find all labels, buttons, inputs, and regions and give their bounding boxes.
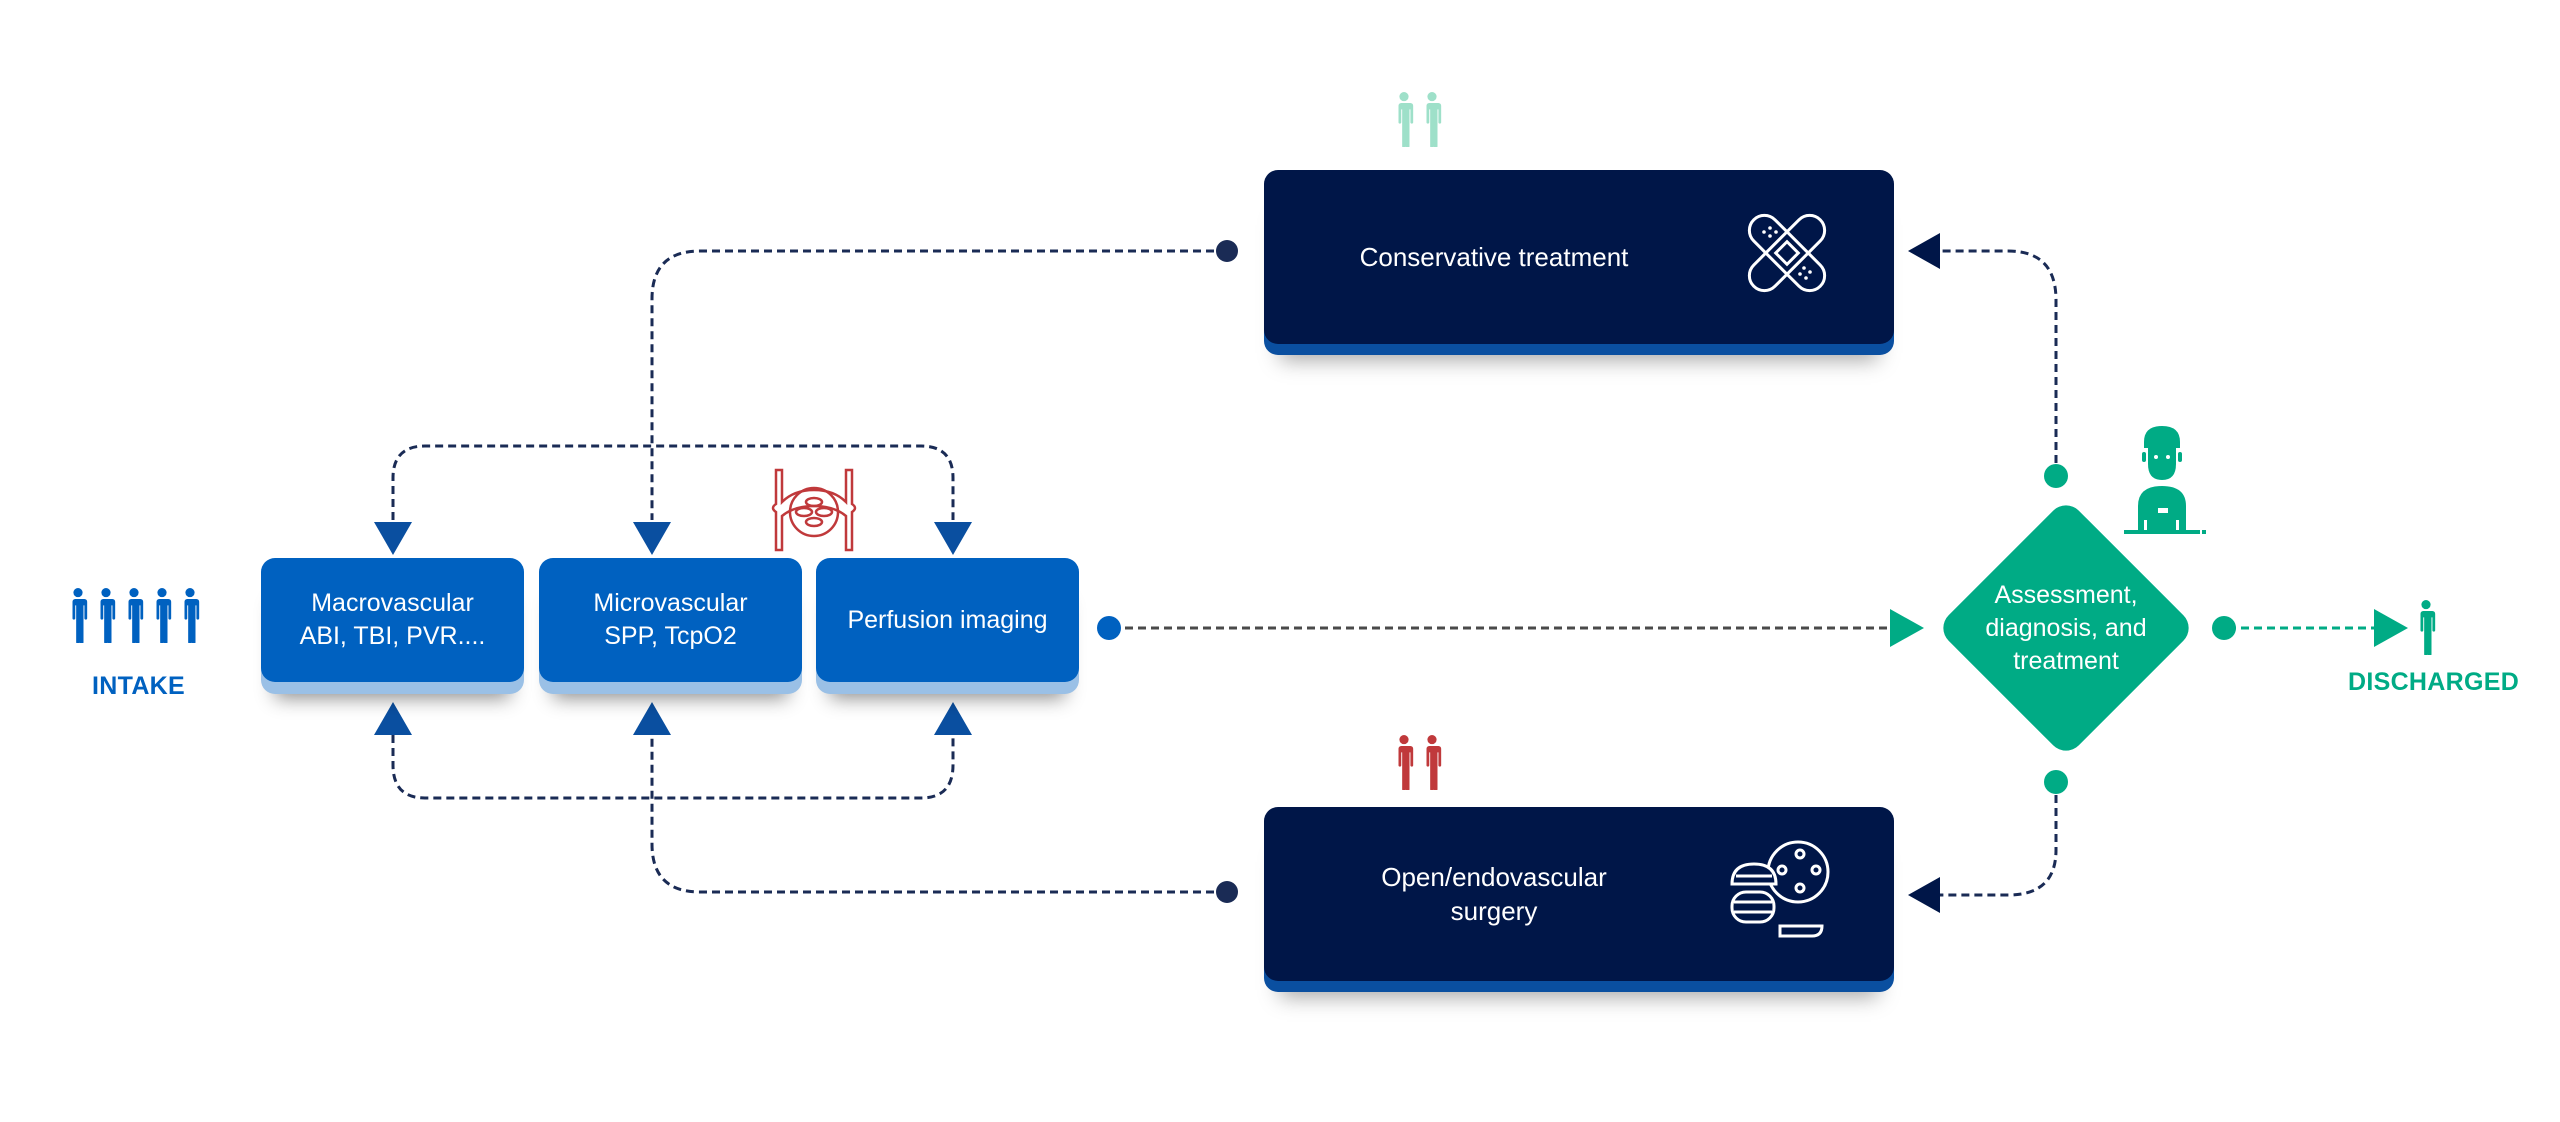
connector-surgery-to-microvascular — [650, 735, 1227, 894]
surgery-people-icon — [1397, 735, 1442, 790]
conservative-treatment-box[interactable]: Conservative treatment — [1264, 170, 1894, 344]
arrow-right-discharged — [2374, 609, 2408, 647]
perfusion-imaging-box[interactable]: Perfusion imaging — [816, 558, 1079, 682]
connector-assessment-to-conservative — [1940, 249, 2058, 476]
arrow-up-perfusion — [934, 702, 972, 735]
conservative-people-icon — [1397, 92, 1442, 147]
dot-assessment-top — [2044, 464, 2068, 488]
doctor-icon — [2124, 426, 2206, 534]
surgical-tools-icon — [1722, 840, 1832, 948]
connector-conservative-to-microvascular — [650, 249, 1227, 520]
arrow-down-macrovascular — [374, 522, 412, 555]
dot-perfusion — [1097, 616, 1121, 640]
arrow-down-microvascular — [633, 522, 671, 555]
arrow-right-assessment — [1890, 609, 1924, 647]
connector-bottom-bracket — [391, 735, 955, 800]
blood-vessel-icon — [771, 468, 857, 552]
discharged-person-icon — [2419, 600, 2436, 655]
arrow-left-surgery — [1908, 877, 1940, 913]
microvascular-subtitle: SPP, TcpO2 — [604, 622, 737, 650]
arrow-up-microvascular — [633, 702, 671, 735]
dot-conservative — [1216, 240, 1238, 262]
conservative-treatment-label: Conservative treatment — [1359, 242, 1629, 272]
arrow-left-conservative — [1908, 233, 1940, 269]
arrow-down-perfusion — [934, 522, 972, 555]
perfusion-imaging-title: Perfusion imaging — [847, 605, 1048, 634]
dot-surgery — [1216, 881, 1238, 903]
intake-people-icon — [71, 588, 200, 643]
connector-top-bracket — [391, 444, 955, 520]
bandage-icon — [1742, 208, 1832, 306]
dot-assessment-right — [2212, 616, 2236, 640]
dot-assessment-bottom — [2044, 770, 2068, 794]
macrovascular-title: Macrovascular — [311, 589, 474, 617]
intake-label: INTAKE — [92, 672, 185, 700]
macrovascular-subtitle: ABI, TBI, PVR.... — [299, 622, 486, 650]
discharged-label: DISCHARGED — [2348, 668, 2520, 696]
microvascular-title: Microvascular — [593, 589, 748, 617]
connector-assessment-to-surgery — [1940, 782, 2058, 897]
arrow-up-macrovascular — [374, 702, 412, 735]
